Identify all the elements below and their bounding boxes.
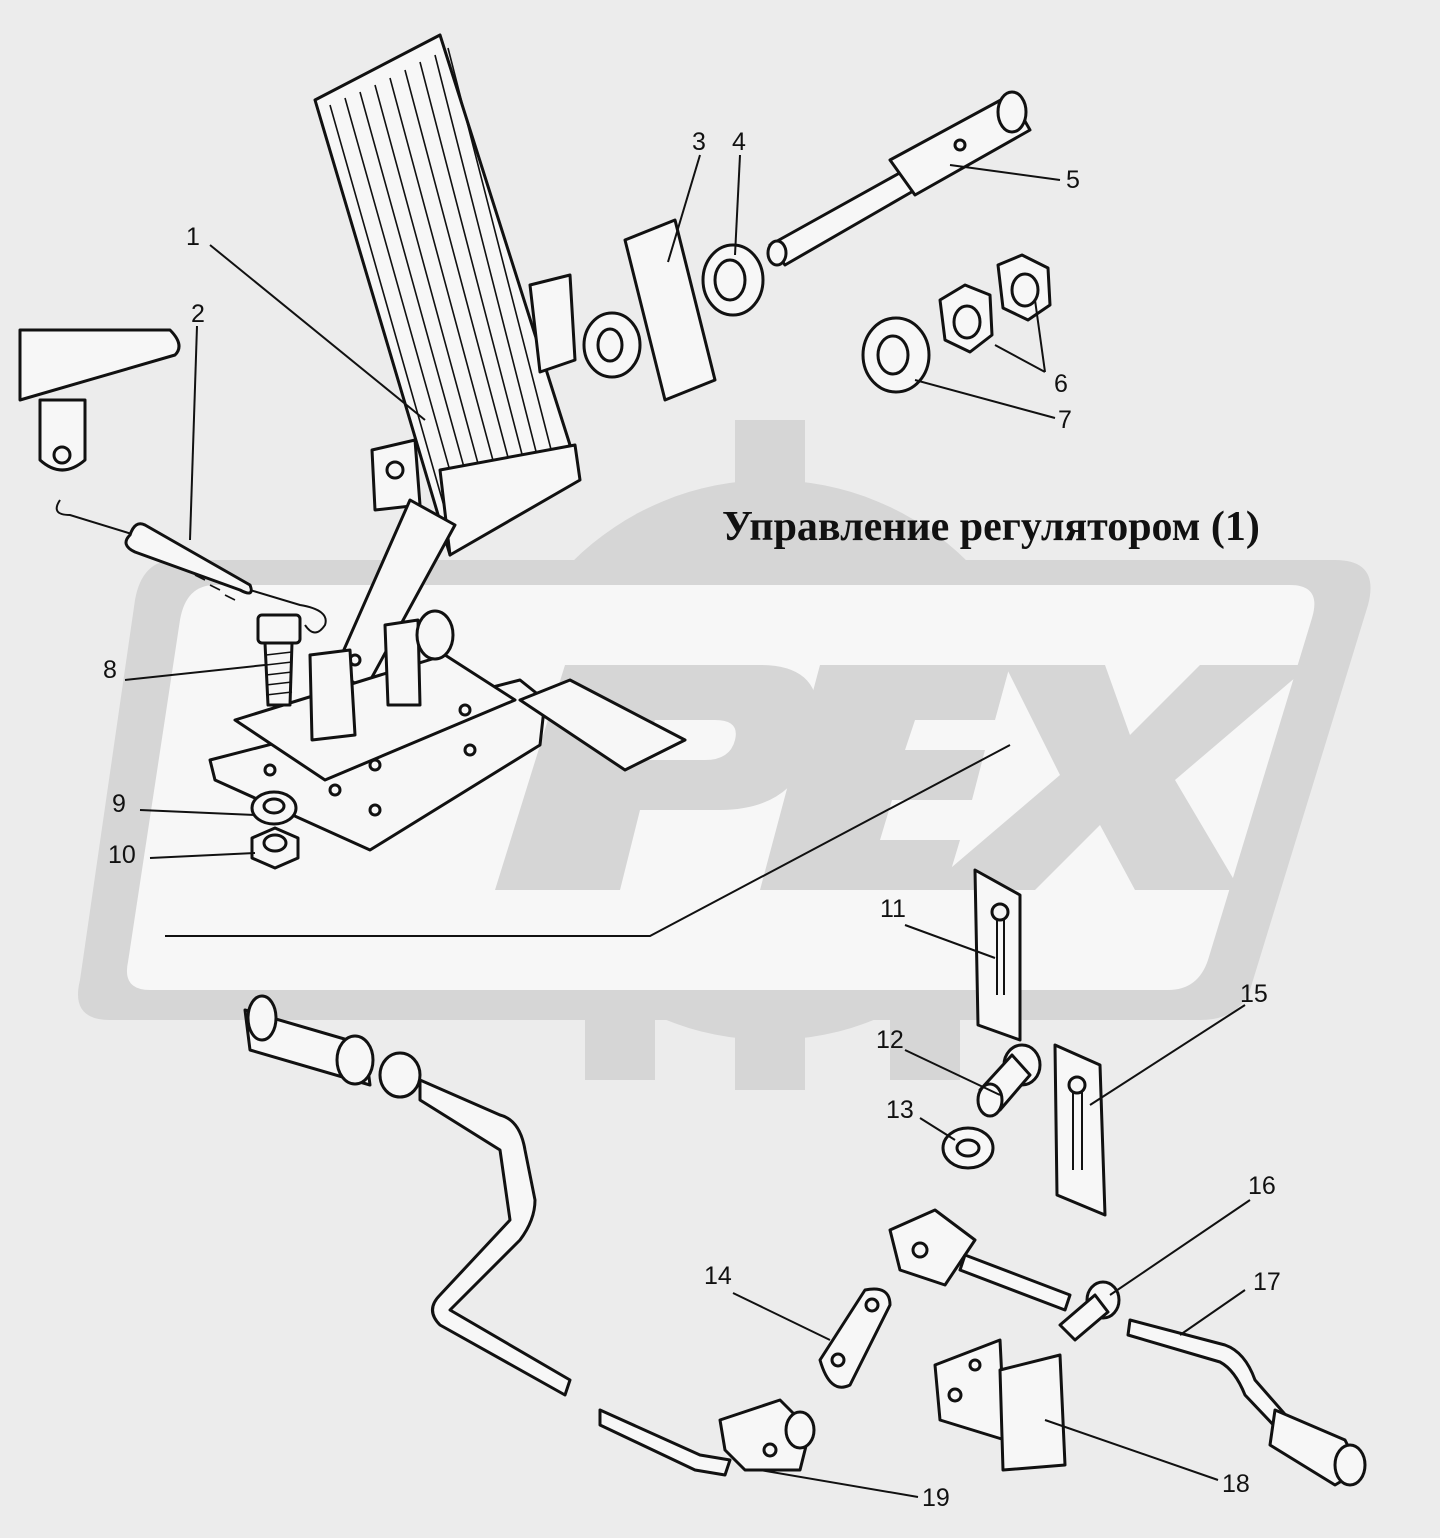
nut-part-10 <box>250 826 300 870</box>
washer-part-9 <box>250 790 298 826</box>
pin-part-12 <box>976 1043 1042 1118</box>
callout-12: 12 <box>876 1026 904 1054</box>
shaft-part-5 <box>766 90 1032 267</box>
bolt-part-8 <box>256 613 302 707</box>
callout-14: 14 <box>704 1262 732 1290</box>
spring-part-2 <box>18 328 327 634</box>
callout-19: 19 <box>922 1484 950 1512</box>
cotter-pin-part-15 <box>1053 1043 1107 1217</box>
callout-9: 9 <box>112 790 126 818</box>
watermark-letters <box>495 665 1310 890</box>
clevis-part-19 <box>718 1398 816 1472</box>
callout-8: 8 <box>103 656 117 684</box>
washer-part-7 <box>861 316 931 394</box>
callout-5: 5 <box>1066 166 1080 194</box>
callout-1: 1 <box>186 223 200 251</box>
callout-7: 7 <box>1058 406 1072 434</box>
callout-18: 18 <box>1222 1470 1250 1498</box>
callout-11: 11 <box>880 895 906 923</box>
callout-3: 3 <box>692 128 706 156</box>
nuts-part-6 <box>938 253 1052 354</box>
callout-15: 15 <box>1240 980 1268 1008</box>
callout-16: 16 <box>1248 1172 1276 1200</box>
washer-part-13 <box>941 1126 995 1170</box>
callout-17: 17 <box>1253 1268 1281 1296</box>
cotter-pin-part-11 <box>973 868 1022 1042</box>
link-plate-part-14 <box>818 1287 892 1389</box>
callout-4: 4 <box>732 128 746 156</box>
cover-plate-part-3 <box>623 218 717 402</box>
rod-part-17 <box>1126 1318 1367 1487</box>
callout-10: 10 <box>108 841 136 869</box>
bushing-part-4 <box>582 243 765 379</box>
pedal-part-1 <box>313 33 582 692</box>
callout-2: 2 <box>191 300 205 328</box>
fork-clevis <box>888 1208 1072 1312</box>
callout-13: 13 <box>886 1096 914 1124</box>
leader-lines <box>124 154 1251 1498</box>
pin-part-16 <box>1058 1280 1121 1342</box>
bracket-part-18 <box>933 1338 1067 1472</box>
diagram-title: Управление регулятором (1) <box>722 504 1260 550</box>
callout-6: 6 <box>1054 370 1068 398</box>
callout-numbers: 1 2 3 4 5 6 7 8 9 10 11 12 13 14 15 16 1… <box>103 128 1281 1512</box>
linkage-rod <box>243 994 732 1477</box>
base-plate-assembly <box>208 609 687 852</box>
